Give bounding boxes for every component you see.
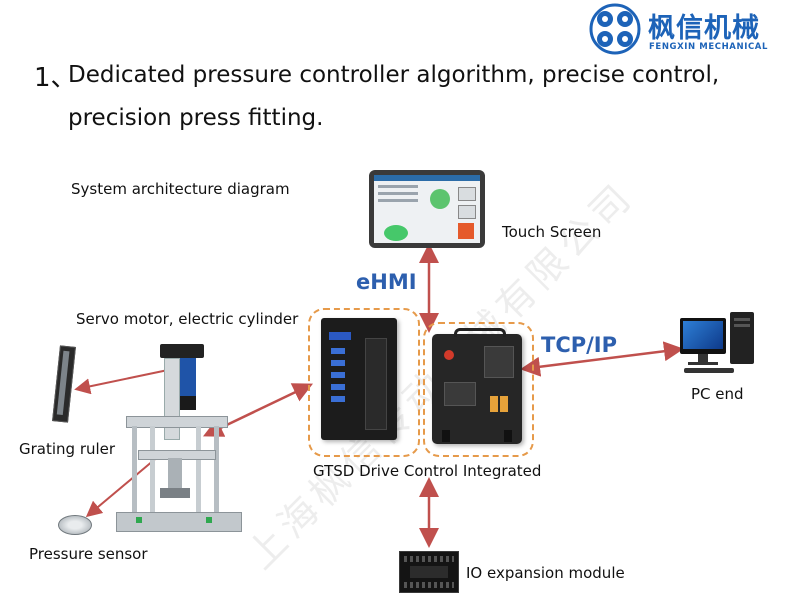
- arrow-drive-to-pc: [520, 341, 684, 377]
- touch-screen-device: [369, 170, 485, 248]
- gear-logo-icon: [589, 3, 641, 55]
- gtsd-control-box: [423, 322, 534, 457]
- gtsd-drive-box: [308, 308, 420, 457]
- pressure-sensor: [58, 515, 92, 535]
- control-box-unit: [432, 328, 522, 444]
- logo-en-text: FENGXIN MECHANICAL: [649, 42, 768, 52]
- heading-line1: Dedicated pressure controller algorithm,…: [68, 62, 720, 88]
- pc-tower: [730, 312, 754, 364]
- ehmi-label: eHMI: [356, 270, 417, 294]
- logo-cn-text: 枫信机械: [648, 13, 760, 44]
- pc-computer: [680, 312, 780, 374]
- heading-number: 1、: [34, 63, 77, 93]
- heading-line2: precision press fitting.: [68, 105, 324, 131]
- arrow-grating: [74, 369, 169, 395]
- servo-label: Servo motor, electric cylinder: [76, 310, 299, 328]
- tcpip-label: TCP/IP: [541, 333, 618, 357]
- grating-label: Grating ruler: [19, 440, 116, 458]
- arrow-sensor: [85, 454, 161, 518]
- touch-screen-label: Touch Screen: [502, 223, 602, 241]
- pressure-sensor-label: Pressure sensor: [29, 545, 148, 563]
- io-module-label: IO expansion module: [466, 564, 625, 582]
- gtsd-label: GTSD Drive Control Integrated: [313, 462, 542, 480]
- pc-end-label: PC end: [691, 385, 744, 403]
- company-logo: 枫信机械 FENGXIN MECHANICAL: [588, 2, 798, 56]
- pc-monitor: [680, 318, 726, 354]
- diagram-title: System architecture diagram: [71, 180, 290, 198]
- servo-drive-unit: [321, 318, 397, 440]
- io-module: [399, 551, 459, 593]
- press-machine: [110, 340, 245, 535]
